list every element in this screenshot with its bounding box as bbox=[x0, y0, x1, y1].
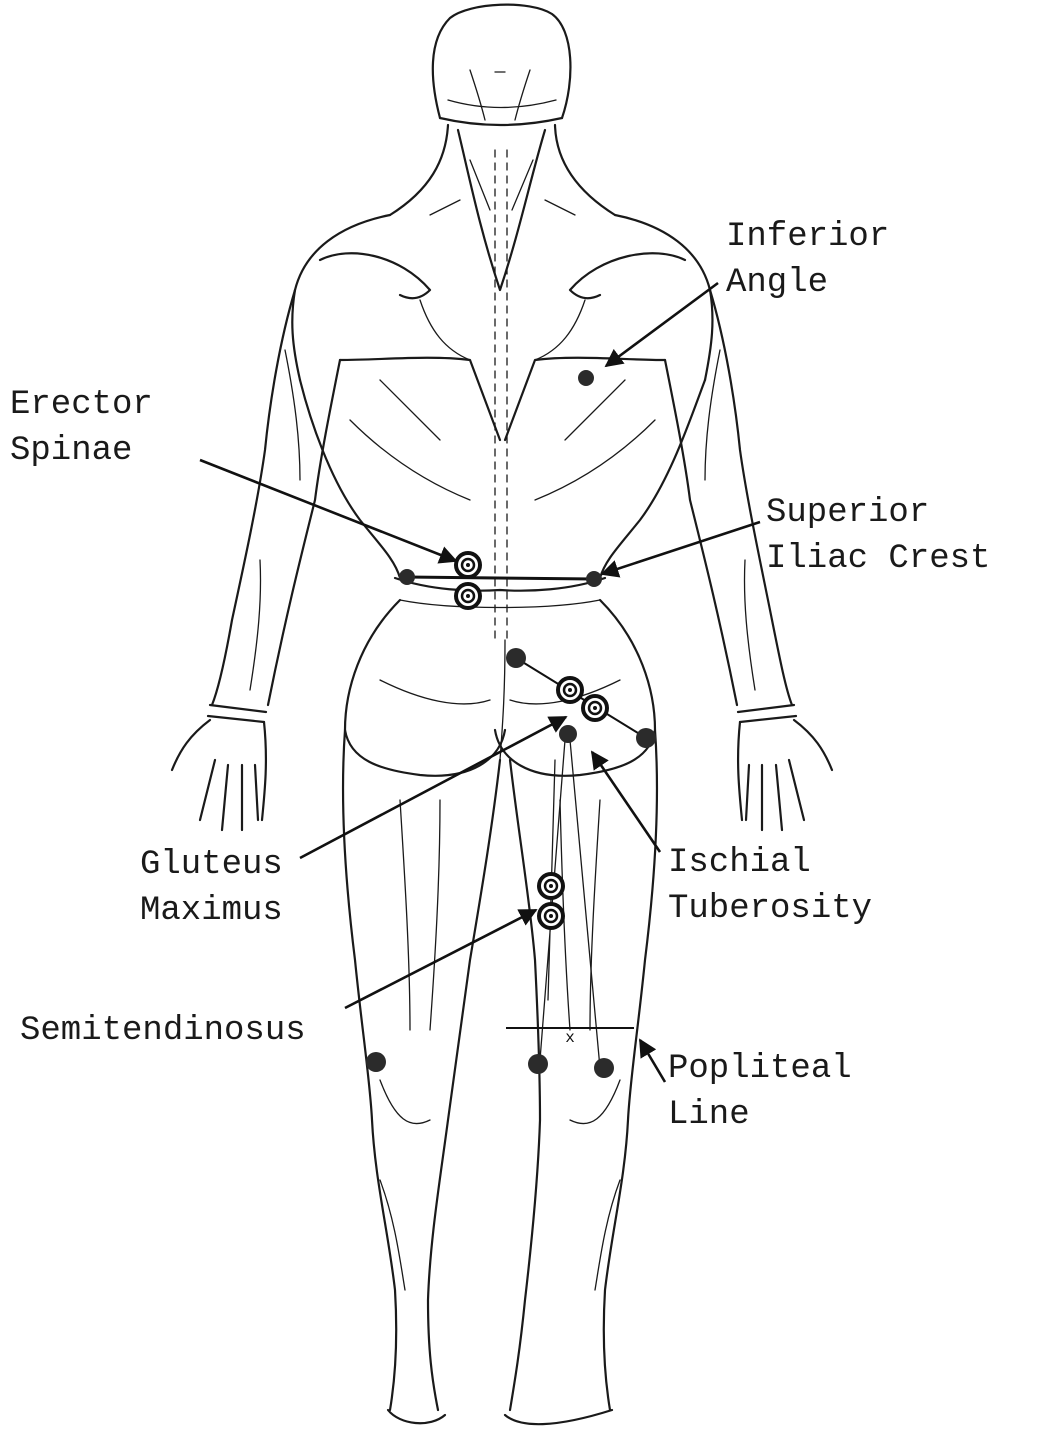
lateral-knee-left-dot bbox=[366, 1052, 386, 1072]
erector-spinae-electrodes bbox=[456, 553, 480, 608]
label-superior-iliac-crest: Superior Iliac Crest bbox=[766, 490, 990, 582]
label-popliteal-line: Popliteal Line bbox=[668, 1046, 852, 1138]
label-erector-spinae: Erector Spinae bbox=[10, 382, 153, 474]
psis-dot bbox=[506, 648, 526, 668]
pointer-arrows bbox=[200, 283, 760, 1082]
iliac-crest-line bbox=[406, 577, 594, 579]
inferior-angle-dot bbox=[578, 370, 594, 386]
iliac-crest-left-dot bbox=[399, 569, 415, 585]
label-ischial-tuberosity: Ischial Tuberosity bbox=[668, 840, 872, 932]
gluteal-region bbox=[345, 600, 655, 776]
arrow-popliteal-line bbox=[640, 1040, 665, 1082]
popliteal-midpoint-mark: x bbox=[565, 1029, 575, 1047]
neck-trapezius bbox=[390, 125, 615, 290]
torso bbox=[292, 150, 712, 640]
reference-lines: x bbox=[406, 577, 646, 1047]
arrow-semitendinosus bbox=[345, 910, 536, 1008]
legs bbox=[343, 730, 657, 1424]
arrow-gluteus-maximus bbox=[300, 717, 566, 858]
head bbox=[433, 5, 571, 125]
arrow-ischial-tuberosity bbox=[592, 752, 660, 852]
medial-knee-dot bbox=[528, 1054, 548, 1074]
iliac-crest-right-dot bbox=[586, 571, 602, 587]
label-semitendinosus: Semitendinosus bbox=[20, 1008, 306, 1054]
electrode-pairs bbox=[456, 553, 607, 928]
arrow-inferior-angle bbox=[606, 283, 718, 366]
greater-trochanter-dot bbox=[636, 728, 656, 748]
arrow-erector-spinae bbox=[200, 460, 456, 561]
label-gluteus-maximus: Gluteus Maximus bbox=[140, 842, 283, 934]
arrow-superior-iliac-crest bbox=[602, 522, 760, 574]
label-inferior-angle: Inferior Angle bbox=[726, 214, 889, 306]
ischial-tuberosity-dot bbox=[559, 725, 577, 743]
lateral-knee-right-dot bbox=[594, 1058, 614, 1078]
